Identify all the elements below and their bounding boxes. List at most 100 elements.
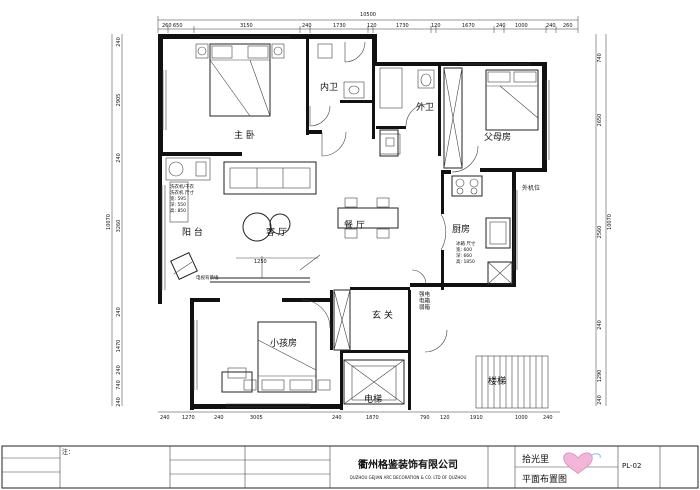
room-dining: 餐 厅 bbox=[344, 219, 365, 231]
dim-b0: 240 bbox=[160, 415, 170, 421]
dim-t9: 240 bbox=[496, 23, 506, 29]
dim-r4: 1290 bbox=[597, 370, 603, 383]
dim-t1: 650 bbox=[173, 23, 183, 29]
appliance-note-0: 洗衣机/干衣 bbox=[170, 183, 195, 190]
dim-t7: 120 bbox=[431, 23, 441, 29]
dim-t8: 1670 bbox=[462, 23, 475, 29]
dim-b3: 3005 bbox=[250, 415, 263, 421]
kitchen-fixtures: 冰箱 尺寸 宽: 600 深: 660 高: 1850 bbox=[411, 175, 513, 285]
master-door bbox=[321, 131, 347, 157]
dim-r1: 2650 bbox=[597, 114, 603, 127]
dim-b6: 790 bbox=[420, 415, 430, 421]
appliance-note-3: 深: 550 bbox=[170, 201, 186, 208]
balcony-fixtures: 洗衣机/干衣 洗衣机 尺寸 宽: 595 深: 550 高: 850 bbox=[165, 157, 211, 280]
room-living: 客 厅 bbox=[266, 226, 287, 238]
heart-logo-icon bbox=[563, 452, 601, 475]
dim-t3: 240 bbox=[302, 23, 312, 29]
room-inner-bath: 内卫 bbox=[320, 81, 338, 93]
dim-l8: 240 bbox=[116, 397, 122, 407]
dim-l6: 240 bbox=[116, 365, 122, 375]
dim-t11: 240 bbox=[546, 23, 556, 29]
dim-b7: 120 bbox=[440, 415, 450, 421]
appliance-note-1: 洗衣机 尺寸 bbox=[170, 189, 194, 196]
outer-bath-fixtures bbox=[379, 67, 435, 155]
dim-b2: 240 bbox=[214, 415, 224, 421]
inner-bath-fixtures bbox=[309, 41, 366, 127]
appliance-note-4: 高: 850 bbox=[170, 207, 186, 214]
dim-r0: 740 bbox=[597, 53, 603, 63]
dim-r2: 2560 bbox=[597, 226, 603, 239]
dim-t5: 120 bbox=[367, 23, 377, 29]
coffee-table bbox=[242, 212, 291, 242]
dim-b4: 240 bbox=[332, 415, 342, 421]
top-dimensions: 10500 260 650 3150 240 1730 120 1730 120… bbox=[157, 12, 579, 33]
left-total-dim: 10070 bbox=[106, 214, 112, 230]
dim-l0: 240 bbox=[116, 37, 122, 47]
fridge-note-2: 深: 660 bbox=[456, 252, 472, 259]
bottom-dimensions: 240 1270 240 3005 240 1870 790 120 1910 … bbox=[158, 411, 560, 421]
room-stairs: 楼梯 bbox=[488, 375, 506, 387]
fridge-note-0: 冰箱 尺寸 bbox=[456, 240, 476, 247]
dim-b8: 1910 bbox=[470, 415, 483, 421]
dim-b9: 1000 bbox=[515, 415, 528, 421]
top-total-dim: 10500 bbox=[360, 12, 376, 18]
drawing-title: 平面布置图 bbox=[522, 473, 567, 485]
company-en: QUZHOU GEJIAN ARC DECORATION & CO. LTD O… bbox=[350, 475, 467, 480]
room-kitchen: 厨房 bbox=[452, 223, 470, 235]
elevator bbox=[343, 359, 405, 405]
dim-b10: 240 bbox=[543, 415, 553, 421]
right-total-dim: 10070 bbox=[607, 214, 613, 230]
title-block: 注： 衢州格鉴装饰有限公司 QUZHOU GEJIAN ARC DECORATI… bbox=[1, 445, 699, 489]
dim-b1: 1270 bbox=[182, 415, 195, 421]
dim-l2: 240 bbox=[116, 153, 122, 163]
outside-platform: 外机位 bbox=[522, 184, 540, 192]
dim-l7: 740 bbox=[116, 380, 122, 390]
room-master: 主 卧 bbox=[234, 129, 255, 141]
master-bed bbox=[195, 43, 285, 117]
meter-box: 强电电箱弱箱 bbox=[419, 290, 431, 311]
fridge-note-3: 高: 1850 bbox=[456, 258, 475, 265]
right-dimensions: 10070 740 2650 2560 240 1290 240 bbox=[595, 34, 613, 406]
entry-cabinet bbox=[333, 129, 448, 353]
dim-l3: 3260 bbox=[116, 220, 122, 233]
dim-t2: 3150 bbox=[240, 23, 253, 29]
parents-bed bbox=[443, 67, 539, 173]
appliance-note-2: 宽: 595 bbox=[170, 195, 186, 202]
dim-r3: 240 bbox=[597, 320, 603, 330]
project-name: 拾光里 bbox=[522, 453, 549, 465]
kids-desk bbox=[221, 299, 331, 393]
room-elevator: 电梯 bbox=[364, 393, 382, 405]
dim-l1: 2905 bbox=[116, 94, 122, 107]
windows bbox=[161, 36, 550, 408]
walls bbox=[158, 34, 547, 410]
tv-cabinet: 电视背景墙 bbox=[196, 254, 321, 283]
left-dimensions: 10070 240 2905 240 3260 240 1470 240 740… bbox=[106, 34, 123, 407]
inner-width-dim: 1250 bbox=[254, 259, 267, 265]
room-outer-bath: 外卫 bbox=[416, 101, 434, 113]
dining-table bbox=[337, 197, 399, 239]
stairs bbox=[475, 355, 549, 409]
dim-t0: 260 bbox=[162, 23, 172, 29]
company-cn: 衢州格鉴装饰有限公司 bbox=[358, 458, 458, 471]
dim-t10: 1000 bbox=[515, 23, 528, 29]
balcony-chair bbox=[170, 252, 198, 280]
dim-t12: 260 bbox=[563, 23, 573, 29]
dim-r5: 240 bbox=[597, 395, 603, 405]
dim-l4: 240 bbox=[116, 307, 122, 317]
sofa bbox=[223, 161, 317, 195]
dim-b5: 1870 bbox=[366, 415, 379, 421]
dim-l5: 1470 bbox=[116, 340, 122, 353]
room-parents: 父母房 bbox=[484, 131, 511, 143]
fridge-note-1: 宽: 600 bbox=[456, 246, 472, 253]
tv-label: 电视背景墙 bbox=[196, 274, 219, 281]
dim-t6: 1730 bbox=[396, 23, 409, 29]
room-entry: 玄 关 bbox=[372, 309, 393, 321]
room-labels: 主 卧 内卫 外卫 父母房 阳 台 客 厅 餐 厅 厨房 小孩房 玄 关 楼梯 … bbox=[182, 81, 540, 405]
drawing-no: PL-02 bbox=[622, 462, 641, 470]
room-balcony: 阳 台 bbox=[182, 226, 203, 238]
kids-bed bbox=[243, 321, 331, 393]
room-kids: 小孩房 bbox=[270, 337, 297, 349]
notes-label: 注： bbox=[62, 448, 74, 456]
dim-t4: 1730 bbox=[333, 23, 346, 29]
